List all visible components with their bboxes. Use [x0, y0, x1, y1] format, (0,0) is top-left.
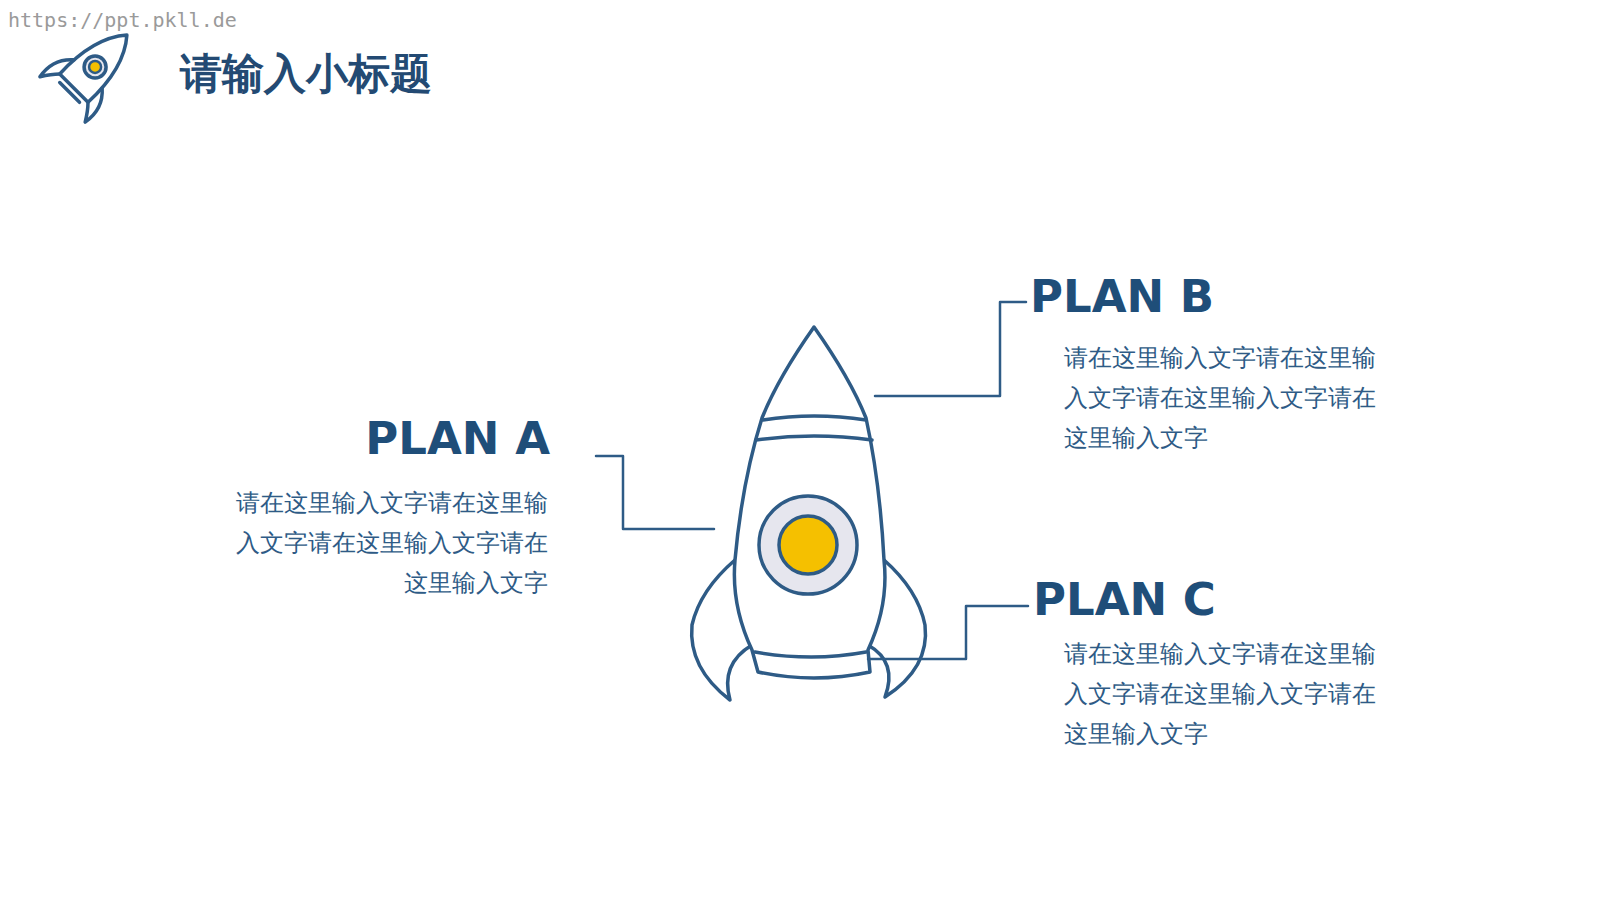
slide-title: 请输入小标题: [180, 46, 432, 102]
leader-line: [596, 456, 714, 529]
plan-text: 请在这里输入文字请在这里输 入文字请在这里输入文字请在 这里输入文字: [1064, 338, 1383, 458]
leader-line: [875, 302, 1026, 396]
plan-heading: PLAN A: [365, 414, 550, 464]
leader-line: [868, 606, 1028, 659]
plan-heading: PLAN C: [1033, 575, 1216, 625]
plan-text: 请在这里输入文字请在这里输 入文字请在这里输入文字请在 这里输入文字: [229, 483, 548, 603]
watermark: https://ppt.pkll.de: [8, 8, 237, 32]
plan-text: 请在这里输入文字请在这里输 入文字请在这里输入文字请在 这里输入文字: [1064, 634, 1383, 754]
plan-heading: PLAN B: [1030, 272, 1214, 322]
